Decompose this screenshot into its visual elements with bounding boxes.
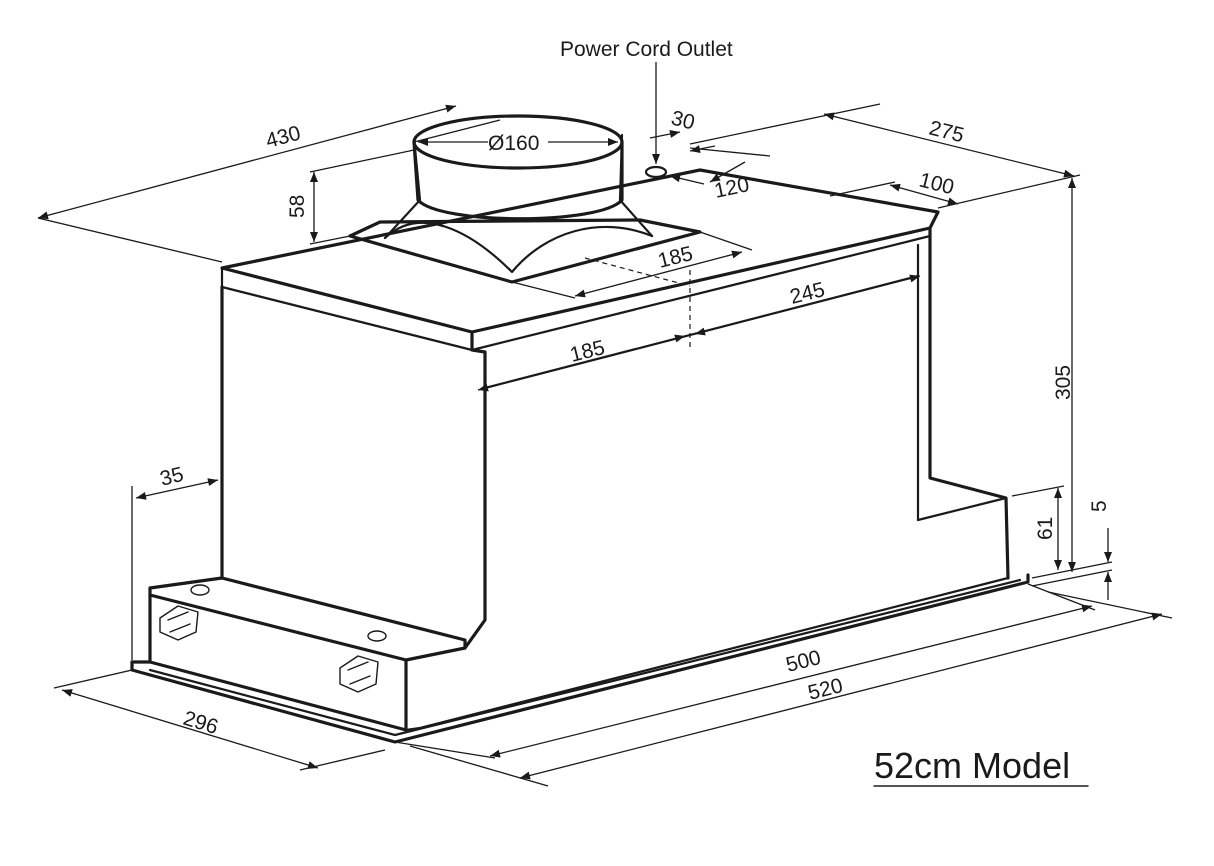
dim-line-296	[61, 689, 319, 769]
dim-line-top-right-245	[694, 274, 921, 336]
dim-line-plate-185	[574, 250, 743, 298]
dim-label-305: 305	[1052, 365, 1075, 400]
dim-line-100	[889, 183, 959, 206]
screw-hole-left	[190, 584, 210, 596]
dim-label-61: 61	[1034, 517, 1057, 540]
dim-label-160: Ø160	[488, 132, 539, 155]
dim-label-58: 58	[286, 195, 309, 218]
power-cord-outlet-icon	[644, 165, 668, 179]
dim-line-520	[519, 612, 1163, 780]
dim-line-275	[823, 112, 1075, 178]
dim-line-430	[37, 104, 457, 220]
center-line-h	[584, 257, 691, 287]
dim-label-35: 35	[158, 463, 186, 491]
flange-outline	[130, 573, 1030, 744]
dimension-lines	[37, 103, 1173, 787]
front-face-edge	[463, 330, 487, 650]
dim-line-35	[135, 478, 219, 500]
base-right	[404, 576, 1010, 732]
dim-line-30	[689, 145, 716, 153]
dim-label-top-right-245: 245	[788, 278, 828, 309]
dim-label-30: 30	[669, 107, 697, 135]
model-title: 52cm Model	[874, 745, 1070, 786]
hood-body	[130, 168, 1030, 744]
dim-label-520: 520	[806, 674, 846, 705]
control-switch-right	[339, 655, 379, 693]
right-outer-edge	[928, 226, 1010, 580]
top-face-outline	[220, 168, 940, 334]
dim-line-120	[709, 161, 746, 183]
collar-skirt	[383, 221, 654, 274]
dim-label-top-left-185: 185	[568, 336, 608, 367]
dim-label-500: 500	[784, 646, 824, 677]
mounting-plate	[348, 218, 702, 284]
dim-label-plate-185: 185	[656, 242, 696, 273]
power-cord-outlet-label: Power Cord Outlet	[560, 38, 733, 61]
right-ledge	[916, 496, 1008, 522]
dim-label-5: 5	[1088, 500, 1111, 512]
control-switch-left	[159, 605, 199, 641]
dim-label-296: 296	[181, 707, 221, 739]
dim-line-top-left-185	[477, 334, 686, 392]
dim-line-500	[489, 604, 1093, 758]
dim-label-275: 275	[927, 117, 967, 148]
screw-hole-right	[367, 630, 387, 642]
